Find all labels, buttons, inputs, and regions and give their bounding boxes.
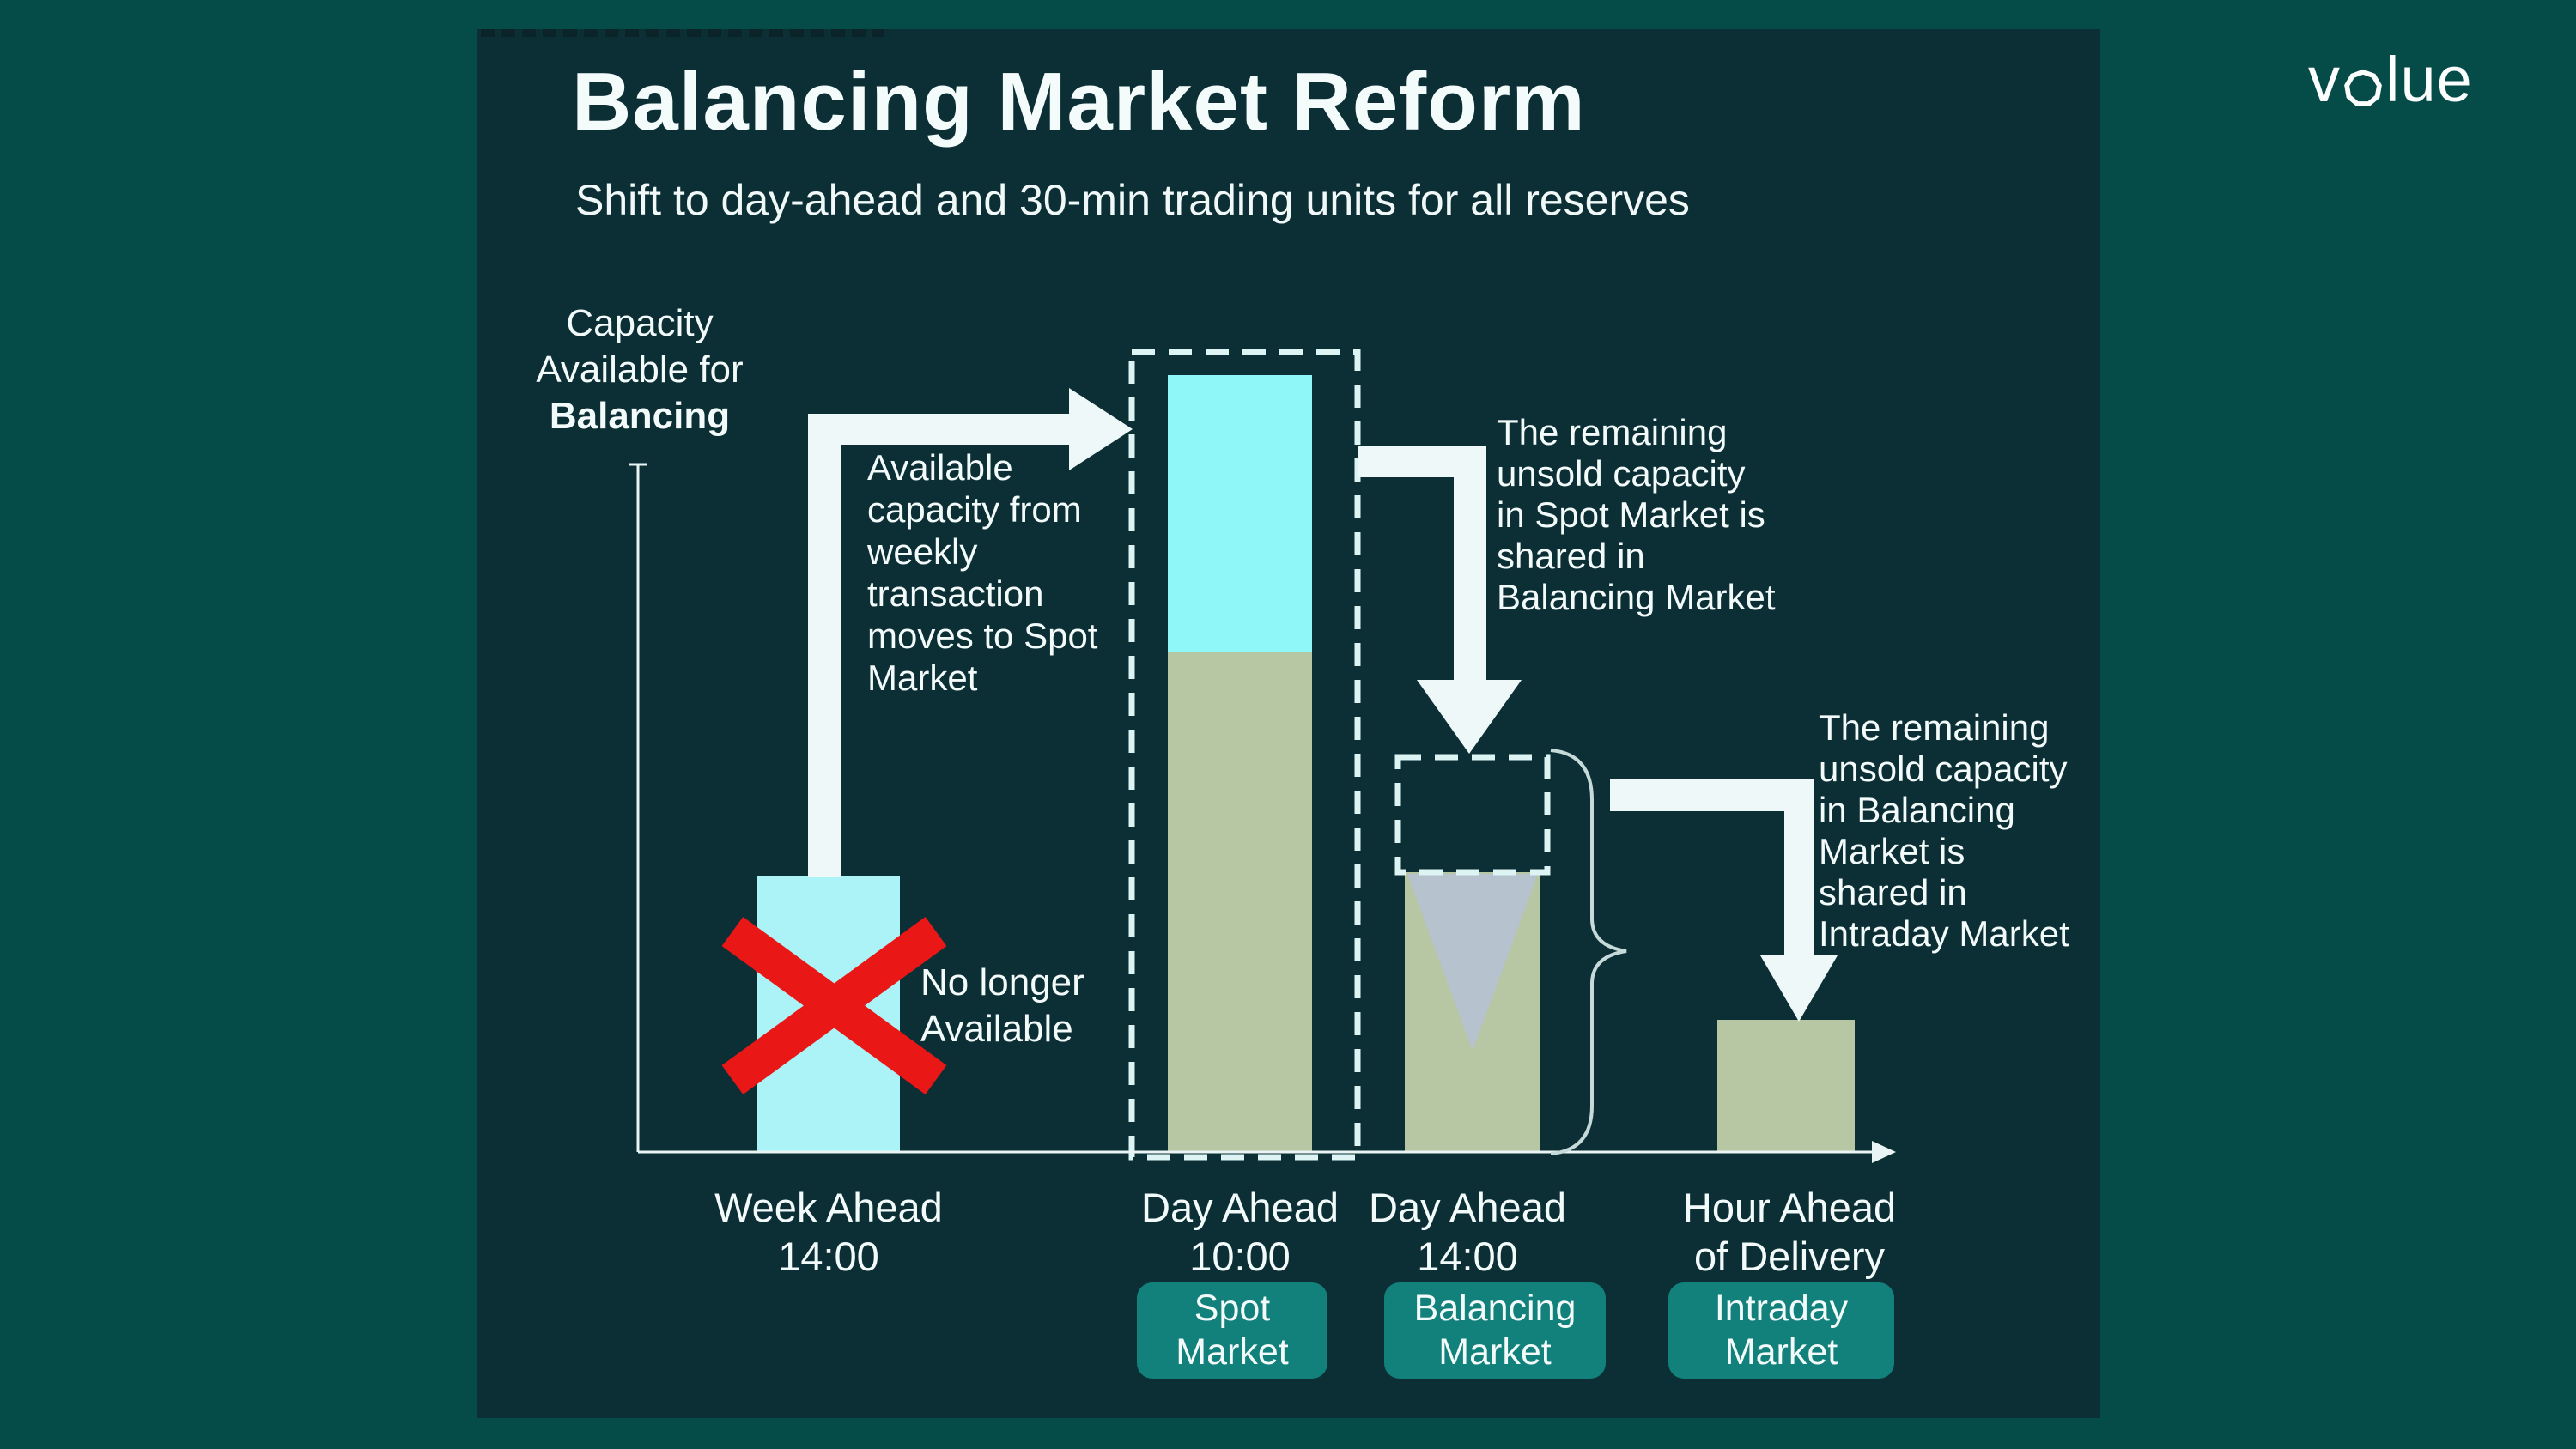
x-label-day-ahead-14: Day Ahead 14:00	[1321, 1183, 1613, 1281]
arrow-week-to-spot-icon	[808, 388, 1133, 877]
annotation-line: No longer	[920, 961, 1084, 1003]
y-axis-label: Capacity Available for Balancing	[507, 300, 773, 440]
x-label-line: Day Ahead	[1369, 1185, 1566, 1230]
balancing-market-button[interactable]: Balancing Market	[1384, 1282, 1606, 1379]
button-label-line: Spot	[1194, 1288, 1271, 1329]
annotation-line: The remaining	[1819, 707, 2050, 748]
x-axis-arrowhead-icon	[1872, 1141, 1896, 1163]
x-label-line: 14:00	[1417, 1234, 1518, 1279]
cropped-caption-fragment	[481, 29, 884, 37]
logo-text-v: v	[2308, 44, 2341, 115]
button-label-line: Market	[1176, 1331, 1289, 1373]
balancing-dashed-box	[1394, 754, 1551, 876]
x-label-line: of Delivery	[1693, 1234, 1885, 1279]
page-subtitle: Shift to day-ahead and 30-min trading un…	[575, 176, 1690, 224]
annotation-spot-to-balancing: The remaining unsold capacity in Spot Ma…	[1497, 412, 1776, 618]
y-axis-label-line: Balancing	[549, 395, 731, 437]
annotation-no-longer-available: No longer Available	[920, 960, 1084, 1052]
x-label-line: Day Ahead	[1141, 1185, 1339, 1230]
arrow-spot-to-balancing-icon	[1358, 446, 1522, 754]
annotation-line: in Balancing	[1819, 790, 2015, 830]
annotation-line: The remaining	[1497, 412, 1728, 452]
x-label-week-ahead: Week Ahead 14:00	[683, 1183, 975, 1281]
x-label-line: Hour Ahead	[1682, 1185, 1897, 1230]
spot-bar-cyan-segment	[1168, 375, 1312, 652]
x-label-day-ahead-10: Day Ahead 10:00	[1094, 1183, 1386, 1281]
annotation-line: shared in	[1497, 536, 1645, 576]
intraday-market-button[interactable]: Intraday Market	[1668, 1282, 1894, 1379]
annotation-line: capacity from	[867, 489, 1082, 530]
logo-text-lue: lue	[2385, 44, 2473, 115]
x-label-hour-ahead: Hour Ahead of Delivery	[1643, 1183, 1935, 1281]
x-label-line: Week Ahead	[714, 1185, 943, 1230]
red-x-icon	[721, 917, 947, 1094]
spot-bar-green-segment	[1168, 652, 1312, 1152]
volue-logo: v lue	[2308, 43, 2473, 116]
annotation-balancing-to-intraday: The remaining unsold capacity in Balanci…	[1819, 707, 2069, 955]
x-label-line: 10:00	[1189, 1234, 1291, 1279]
annotation-line: shared in	[1819, 872, 1967, 912]
button-label-line: Intraday	[1714, 1288, 1849, 1329]
button-label-line: Balancing	[1413, 1288, 1577, 1329]
button-label-line: Market	[1724, 1331, 1838, 1373]
spot-market-button[interactable]: Spot Market	[1137, 1282, 1327, 1379]
intraday-bar	[1717, 1020, 1855, 1152]
annotation-line: weekly	[867, 531, 978, 572]
annotation-line: unsold capacity	[1497, 453, 1746, 494]
y-axis-label-line: Available for	[536, 349, 744, 391]
balancing-unsold-wedge	[1407, 874, 1538, 1051]
y-axis-label-line: Capacity	[566, 302, 714, 344]
annotation-line: Intraday Market	[1819, 913, 2069, 954]
page-title: Balancing Market Reform	[572, 56, 1586, 148]
annotation-week-to-spot: Available capacity from weekly transacti…	[867, 446, 1097, 699]
spot-dashed-outline	[1128, 349, 1361, 1161]
annotation-line: moves to Spot	[867, 615, 1098, 656]
arrow-balancing-to-intraday-icon	[1610, 779, 1838, 1022]
annotation-line: Balancing Market	[1497, 577, 1776, 617]
annotation-line: transaction	[867, 573, 1044, 614]
annotation-line: unsold capacity	[1819, 749, 2068, 789]
curly-brace-icon	[1550, 749, 1627, 1155]
annotation-line: in Spot Market is	[1497, 494, 1765, 535]
button-label-line: Market	[1438, 1331, 1552, 1373]
annotation-line: Available	[867, 447, 1013, 488]
x-label-line: 14:00	[778, 1234, 879, 1279]
annotation-line: Available	[920, 1008, 1073, 1050]
annotation-line: Market is	[1819, 831, 1965, 871]
nonagon-o-icon	[2344, 69, 2382, 106]
annotation-line: Market	[867, 658, 978, 698]
